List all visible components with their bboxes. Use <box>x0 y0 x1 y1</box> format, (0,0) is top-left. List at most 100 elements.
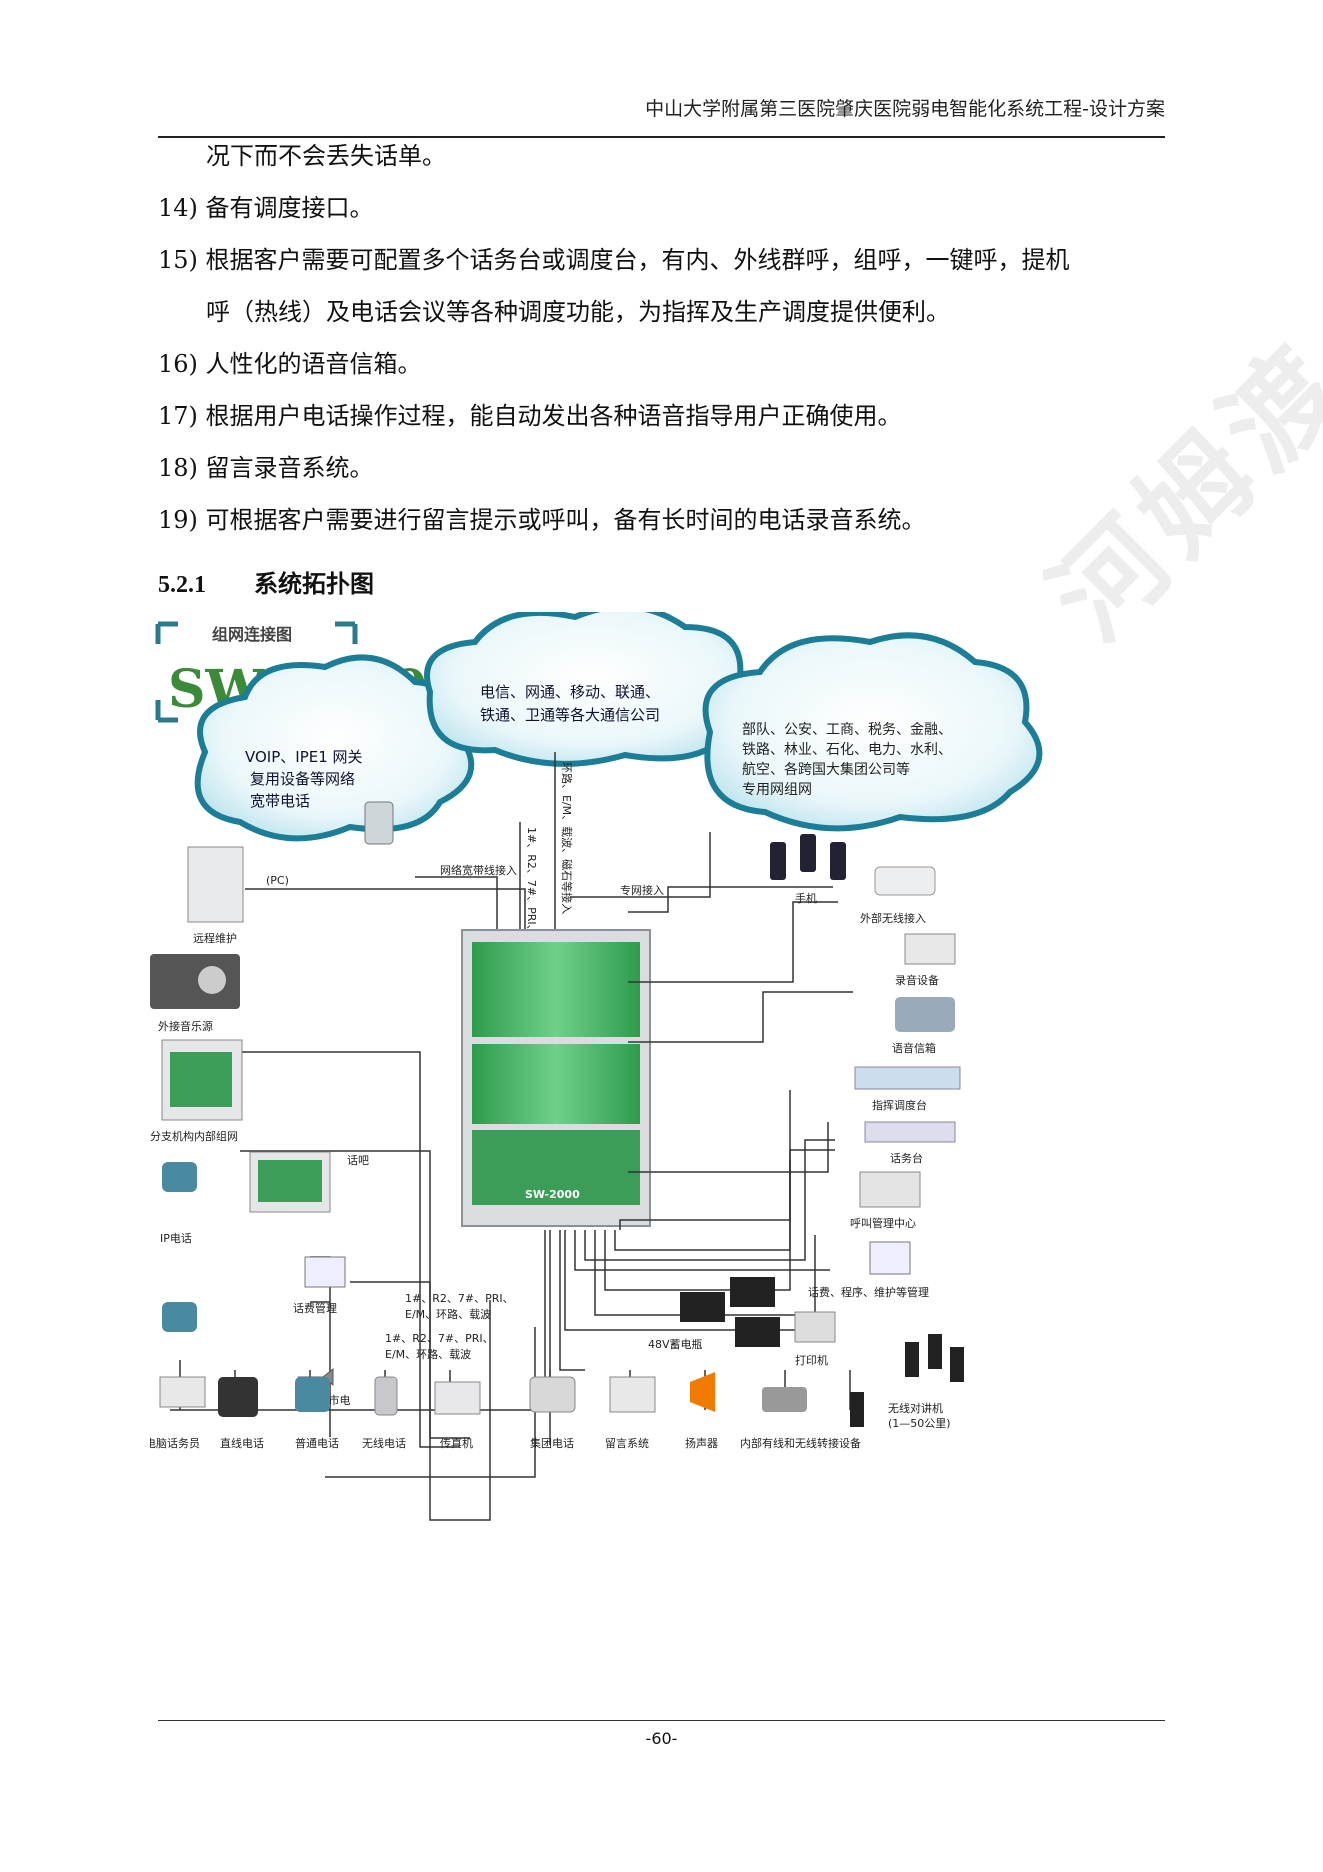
printer-icon <box>794 1311 836 1343</box>
bottom-label: 普通电话 <box>295 1436 339 1450</box>
pc-label: (PC) <box>266 874 289 887</box>
logo-title: 组网连接图 <box>212 625 292 644</box>
remote-label: 远程维护 <box>193 931 237 945</box>
battery-icon <box>735 1317 780 1347</box>
mgmt-label: 话费、程序、维护等管理 <box>808 1285 929 1299</box>
cloud-center-line: 电信、网通、移动、联通、 <box>480 683 660 701</box>
dispatch-label: 指挥调度台 <box>872 1098 927 1112</box>
mgmt-pc-icon <box>869 1241 911 1275</box>
walkie-icon <box>950 1347 964 1382</box>
music-label: 外接音乐源 <box>158 1019 213 1033</box>
voice-message-icon <box>609 1376 656 1413</box>
section-title: 系统拓扑图 <box>254 569 374 598</box>
trunk-label-right: 环路、E/M、载波、磁石等接入 <box>560 762 574 914</box>
cloud-left-line: 复用设备等网络 <box>250 770 355 788</box>
relay-device-icon <box>762 1387 807 1412</box>
bar-label: 话吧 <box>347 1154 369 1167</box>
ip-phone-icon <box>162 1302 197 1332</box>
trunk2-line: E/M、环路、载波 <box>385 1348 471 1361</box>
router-icon <box>874 866 936 896</box>
billing-pc-icon <box>304 1256 346 1288</box>
left-devices: 远程维护 外接音乐源 分支机构内部组网 IP电话 话吧 话费管理 1#、R2、7… <box>150 846 514 1407</box>
battery-icon <box>680 1292 725 1322</box>
trunk1-line: 1#、R2、7#、PRI、 <box>405 1292 514 1305</box>
mobile-icon <box>800 834 816 872</box>
cloud-left-line: 宽带电话 <box>250 792 310 810</box>
section-number: 5.2.1 <box>158 572 206 598</box>
paragraph-line: 16) 人性化的语音信箱。 <box>158 350 422 378</box>
console-icon <box>864 1121 956 1143</box>
battery-label: 48V蓄电瓶 <box>648 1337 703 1351</box>
page-footer: -60- <box>158 1720 1165 1748</box>
section-heading: 5.2.1 系统拓扑图 <box>158 564 374 599</box>
paragraph-line: 况下而不会丢失话单。 <box>206 142 446 170</box>
trunk2-line: 1#、R2、7#、PRI、 <box>385 1332 494 1345</box>
loudspeaker-icon <box>690 1372 715 1412</box>
bottom-label: 扬声器 <box>685 1436 718 1450</box>
paragraph-line: 呼（热线）及电话会议等各种调度功能，为指挥及生产调度提供便利。 <box>206 298 950 326</box>
callcenter-label: 呼叫管理中心 <box>850 1216 916 1230</box>
bottom-label: 内部有线和无线转接设备 <box>740 1436 861 1450</box>
bottom-label: 集团电话 <box>530 1436 574 1450</box>
normal-phone-icon <box>295 1377 330 1412</box>
wireless-label: 外部无线接入 <box>860 911 926 925</box>
trunk1-line: E/M、环路、载波 <box>405 1308 491 1321</box>
callcenter-icon <box>859 1171 921 1208</box>
voicemail-phone-icon <box>895 997 955 1032</box>
cloud-left: VOIP、IPE1 网关 复用设备等网络 宽带电话 <box>194 654 475 845</box>
cloud-center-line: 铁通、卫通等各大通信公司 <box>480 706 660 724</box>
cloud-right-line: 航空、各跨国大集团公司等 <box>742 761 910 778</box>
console-label: 话务台 <box>890 1151 923 1165</box>
battery-icon <box>730 1277 775 1307</box>
bar-panel <box>258 1160 322 1202</box>
mobile-label: 手机 <box>795 891 817 905</box>
speaker-icon <box>198 966 226 994</box>
ip-phone-icon <box>162 1162 197 1192</box>
direct-phone-icon <box>218 1377 258 1417</box>
private-label: 专网接入 <box>620 883 664 897</box>
group-phone-icon <box>529 1376 576 1413</box>
cloud-right-line: 部队、公安、工商、税务、金融、 <box>742 722 952 738</box>
bottom-labels: 电脑话务员 直线电话 普通电话 无线电话 传真机 集团电话 留言系统 扬声器 内… <box>150 1436 861 1450</box>
mobile-icon <box>830 842 846 880</box>
recorder-label: 录音设备 <box>895 973 939 987</box>
cabinet-brand: SW-2000 <box>525 1188 580 1201</box>
walkie-line: 无线对讲机 <box>888 1401 943 1415</box>
bottom-label: 无线电话 <box>362 1436 406 1450</box>
paragraph-line: 14) 备有调度接口。 <box>158 194 374 222</box>
page-number: -60- <box>645 1729 678 1748</box>
paragraph-line: 17) 根据用户电话操作过程，能自动发出各种语音指导用户正确使用。 <box>158 402 902 430</box>
right-devices: 手机 外部无线接入 录音设备 语音信箱 指挥调度台 话务台 呼叫管理中心 话费、… <box>648 834 964 1430</box>
branch-label: 分支机构内部组网 <box>150 1129 238 1143</box>
walkie-icon <box>905 1342 919 1377</box>
paragraph-line: 15) 根据客户需要可配置多个话务台或调度台，有内、外线群呼，组呼，一键呼，提机 <box>158 246 1070 274</box>
bottom-label: 传真机 <box>440 1436 473 1450</box>
topology-diagram: 组网连接图 SW-2000 VOIP、IPE1 网关 复用设备等网络 宽带电话 … <box>150 612 1043 1521</box>
billing-label: 话费管理 <box>293 1301 337 1315</box>
cloud-right-line: 铁路、林业、石化、电力、水利、 <box>742 742 952 758</box>
remote-device-icon <box>187 846 244 923</box>
bottom-label: 留言系统 <box>605 1437 649 1450</box>
page-header: 中山大学附属第三医院肇庆医院弱电智能化系统工程-设计方案 <box>158 92 1165 138</box>
dispatch-icon <box>854 1066 961 1090</box>
printer-label: 打印机 <box>795 1353 828 1367</box>
recorder-icon <box>904 933 956 965</box>
mobile-icon <box>770 842 786 880</box>
cloud-right-line: 专用网组网 <box>742 782 812 798</box>
header-title: 中山大学附属第三医院肇庆医院弱电智能化系统工程-设计方案 <box>645 98 1165 120</box>
cloud-left-line: VOIP、IPE1 网关 <box>245 748 363 766</box>
walkie-icon <box>928 1334 942 1369</box>
body-text: 况下而不会丢失话单。 14) 备有调度接口。 15) 根据客户需要可配置多个话务… <box>158 130 1178 546</box>
bottom-label: 电脑话务员 <box>150 1437 200 1450</box>
auto-attendant-icon <box>159 1376 206 1408</box>
pbx-cabinet: SW-2000 <box>461 929 651 1227</box>
cloud-center: 电信、网通、移动、联通、 铁通、卫通等各大通信公司 <box>424 612 758 767</box>
ip-phone-label: IP电话 <box>160 1232 192 1245</box>
bottom-label: 直线电话 <box>220 1436 264 1450</box>
radio-icon <box>150 954 240 1009</box>
trunk-label-left: 1#、R2、7#、PRI、ISDN <box>525 827 538 963</box>
branch-panel <box>170 1052 232 1107</box>
phone-icon <box>364 801 394 845</box>
broadband-label: 网络宽带线接入 <box>440 863 517 877</box>
cloud-right: 部队、公安、工商、税务、金融、 铁路、林业、石化、电力、水利、 航空、各跨国大集… <box>702 632 1043 832</box>
